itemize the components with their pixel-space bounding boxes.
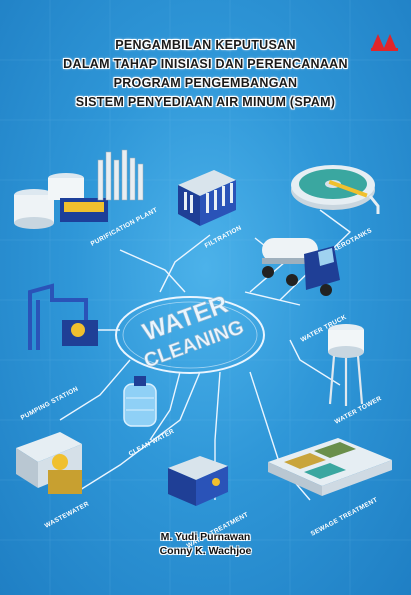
- filtration-icon: [178, 170, 236, 226]
- book-title: PENGAMBILAN KEPUTUSAN DALAM TAHAP INISIA…: [0, 36, 411, 112]
- label-wastewater: WASTEWATER: [44, 501, 91, 530]
- aerotanks-icon: [291, 165, 380, 214]
- sewage-treatment-icon: [268, 438, 392, 496]
- water-tower-icon: [328, 324, 364, 406]
- center-ring: [115, 296, 265, 374]
- water-truck-icon: [262, 238, 340, 296]
- author-2: Conny K. Wachjoe: [159, 545, 252, 557]
- wastewater-icon: [16, 432, 82, 494]
- title-line-4: SISTEM PENYEDIAAN AIR MINUM (SPAM): [75, 95, 336, 109]
- label-pumping-station: PUMPING STATION: [20, 385, 80, 421]
- author-1: M. Yudi Purnawan: [160, 531, 251, 543]
- authors: M. Yudi Purnawan Conny K. Wachjoe: [0, 530, 411, 558]
- title-line-2: DALAM TAHAP INISIASI DAN PERENCANAAN: [63, 57, 348, 71]
- label-water-tower: WATER TOWER: [334, 395, 383, 426]
- clean-water-bottle-icon: [123, 376, 157, 427]
- water-treatment-icon: [168, 456, 228, 506]
- label-filtration: FILTRATION: [204, 224, 243, 249]
- purification-plant-icon: [14, 149, 144, 229]
- publisher-logo: [371, 34, 398, 51]
- label-aerotanks: AEROTANKS: [332, 227, 374, 254]
- title-line-1: PENGAMBILAN KEPUTUSAN: [115, 38, 296, 52]
- label-clean-water: CLEAN WATER: [128, 428, 176, 458]
- title-line-3: PROGRAM PENGEMBANGAN: [113, 76, 298, 90]
- pumping-station-icon: [28, 283, 98, 350]
